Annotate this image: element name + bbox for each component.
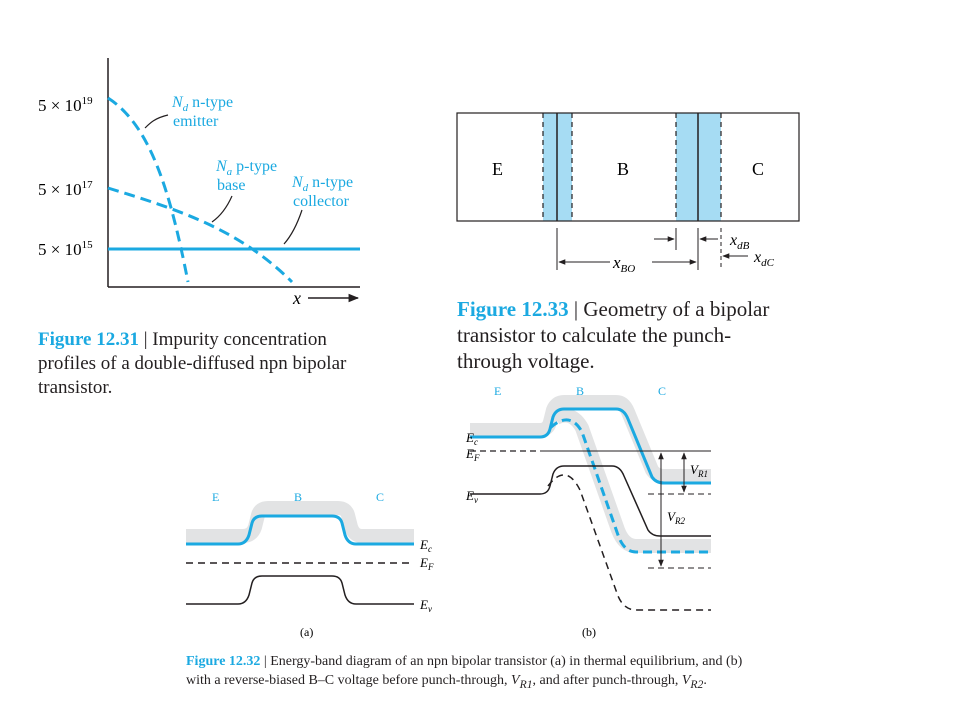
fig31-collector-name: collector: [293, 193, 350, 210]
fig32-caption-v2-sub: R2: [690, 677, 704, 691]
fig32a-ev-label: Ev: [419, 597, 432, 614]
fig32a-ev-line: [186, 575, 414, 605]
fig32-caption-v1: V: [511, 673, 520, 688]
fig32b-ec2-shade: [552, 408, 711, 553]
fig32b-region-b: B: [576, 384, 584, 398]
fig32b-ev2-line: [547, 474, 711, 611]
fig31-caption-number: Figure 12.31: [38, 329, 139, 350]
fig33-xbo-label: xBO: [612, 253, 635, 275]
fig32a-ec-line: [186, 514, 414, 546]
fig33-label-b: B: [617, 159, 629, 179]
fig32b-vr2-label: VR2: [667, 509, 685, 526]
fig32-caption-v1-sub: R1: [519, 677, 533, 691]
fig31-emitter-label: Nd n-type: [171, 94, 233, 114]
fig32a-ef-label: EF: [419, 555, 434, 572]
fig33-outline: [456, 112, 800, 222]
fig32-caption-number: Figure 12.32: [186, 654, 261, 669]
fig32b-sublabel: (b): [582, 625, 596, 639]
fig32b-ec2-line: [548, 418, 711, 554]
fig31-ytick-17: 5 × 1017: [38, 179, 93, 199]
fig31-base-leader: [211, 195, 233, 223]
fig33-caption-text: Geometry of a bipolar transistor to calc…: [457, 297, 770, 373]
fig32-caption-text-1: Energy-band diagram of an npn bipolar tr…: [186, 654, 743, 688]
fig33-xdb-label: xdB: [729, 232, 750, 252]
fig31-caption-sep: |: [138, 329, 153, 350]
fig32a-sublabel: (a): [300, 625, 313, 639]
fig32b-region-c: C: [658, 384, 666, 398]
fig32-caption-text-3: .: [703, 673, 707, 688]
fig32b-diagram: E B C VR1 VR2 Ec EF Ev (b): [465, 384, 711, 639]
fig31-caption-text: Impurity concentration profiles of a dou…: [38, 329, 347, 398]
fig32-caption-text-2: , and after punch-through,: [532, 673, 682, 688]
fig32b-vr1-label: VR1: [690, 462, 708, 479]
fig33-geometry: E B C xBO xdB xdC: [456, 112, 800, 275]
fig32b-ev-label: Ev: [465, 488, 478, 505]
fig31-ytick-19: 5 × 1019: [38, 95, 93, 115]
fig31-emitter-name: emitter: [173, 113, 219, 130]
fig33-label-c: C: [752, 159, 764, 179]
fig32a-region-b: B: [294, 490, 302, 504]
fig32b-ef-label: EF: [465, 446, 480, 463]
fig32b-ec-shade: [470, 395, 711, 483]
fig32-caption: Figure 12.32 | Energy-band diagram of an…: [186, 652, 746, 694]
fig31-base-curve: [107, 186, 294, 284]
fig33-label-e: E: [492, 159, 503, 179]
fig32a-region-e: E: [212, 490, 219, 504]
fig32-caption-sep: |: [260, 654, 271, 669]
fig31-caption: Figure 12.31 | Impurity concentration pr…: [38, 328, 368, 400]
fig32b-region-e: E: [494, 384, 501, 398]
fig31-ytick-15: 5 × 1015: [38, 239, 93, 259]
fig31-collector-label: Nd n-type: [291, 174, 353, 194]
fig32a-diagram: E B C Ec EF Ev (a): [186, 490, 434, 639]
fig31-x-label: x: [292, 288, 301, 308]
fig31-base-label: Na p-type: [215, 158, 277, 178]
fig32b-ec-label: Ec: [465, 430, 478, 447]
fig31-collector-leader: [283, 209, 303, 245]
fig32-caption-v2: V: [681, 673, 691, 688]
fig33-caption-sep: |: [568, 297, 584, 321]
fig32a-ec-label: Ec: [419, 537, 432, 554]
fig31-plot: 5 × 1019 5 × 1017 5 × 1015 x Nd n-type e…: [38, 58, 360, 308]
fig32b-ec-line: [470, 407, 711, 485]
fig33-caption-number: Figure 12.33: [457, 297, 569, 321]
fig32a-ec-shade: [186, 501, 414, 543]
fig32b-ev-line: [470, 465, 711, 537]
fig32a-region-c: C: [376, 490, 384, 504]
fig33-caption: Figure 12.33 | Geometry of a bipolar tra…: [457, 296, 787, 374]
fig31-emitter-leader: [144, 114, 169, 129]
fig33-xdc-label: xdC: [753, 249, 775, 269]
fig31-base-name: base: [217, 177, 245, 194]
